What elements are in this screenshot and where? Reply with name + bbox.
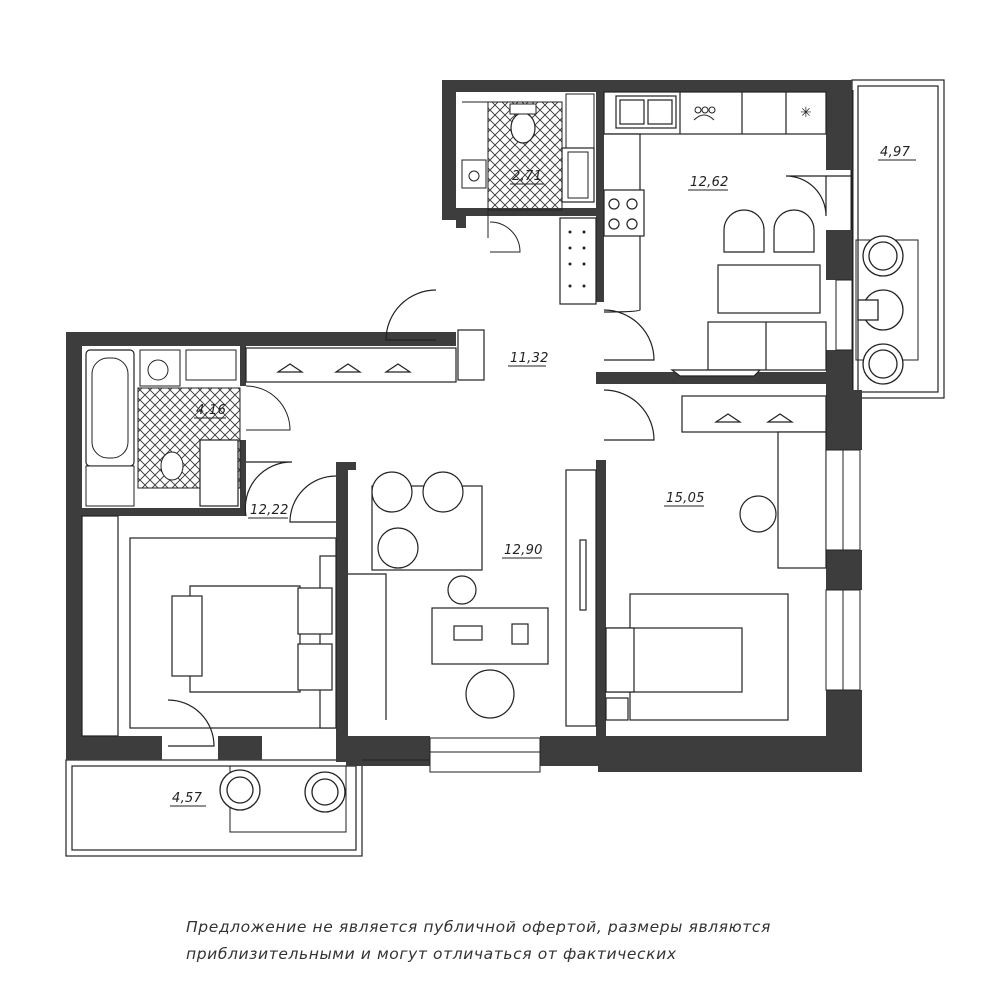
hall-furniture — [245, 217, 655, 441]
hall-cabinet-markers — [568, 230, 586, 288]
area-hall: 11,32 — [510, 351, 549, 366]
disclaimer-line-1: Предложение не является публичной оферто… — [186, 918, 771, 936]
area-balcony-bottom: 4,57 — [172, 791, 203, 806]
stove-icon — [693, 106, 716, 121]
area-bathroom: 2,71 — [512, 169, 542, 184]
bedroom-right-windows — [825, 279, 861, 691]
bedroom-left-furniture — [81, 461, 337, 747]
living-room-window — [362, 737, 541, 773]
area-loggia-right: 4,97 — [880, 145, 911, 160]
living-room-furniture — [348, 469, 597, 727]
kitchen-furniture — [603, 91, 852, 377]
area-bedroom-right: 15,05 — [666, 491, 705, 506]
hall-hangers — [276, 363, 412, 373]
fridge-icon: ✳ — [800, 105, 812, 121]
balcony-chairs — [219, 769, 346, 813]
disclaimer-line-2: приблизительными и могут отличаться от ф… — [186, 945, 677, 963]
area-corridor: 12,22 — [250, 503, 289, 518]
area-kitchen: 12,62 — [690, 175, 729, 190]
bedroom-right-furniture — [605, 395, 827, 721]
balcony-bottom — [65, 759, 363, 857]
bathroom-large — [85, 349, 291, 507]
walls — [66, 80, 862, 772]
area-bathroom-2: 4,16 — [196, 403, 226, 418]
loggia-chairs — [857, 235, 904, 385]
bathroom-small — [461, 93, 595, 253]
area-living-room: 12,90 — [504, 543, 543, 558]
